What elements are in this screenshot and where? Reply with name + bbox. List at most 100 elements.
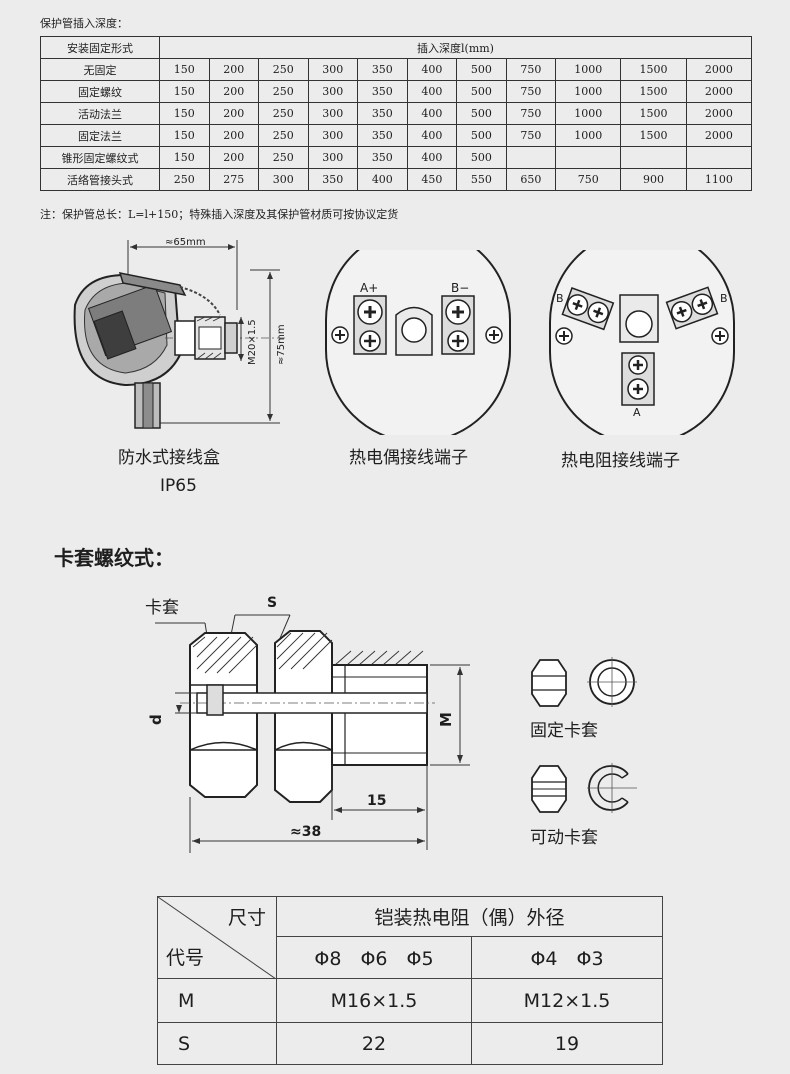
row-code: S [157, 1022, 277, 1065]
cell: 750 [505, 80, 557, 103]
terminal-a-label: A [633, 406, 641, 419]
movable-ferrule-drawing [531, 763, 637, 813]
row-label: 锥形固定螺纹式 [40, 146, 160, 169]
terminal-b-minus-label: B− [451, 281, 469, 295]
cell: 450 [406, 168, 458, 191]
corner-code-label: 代号 [166, 947, 205, 969]
cell: 2000 [685, 102, 753, 125]
terminal-b-right-label: B [720, 292, 728, 305]
cell: 400 [406, 80, 458, 103]
table-row: S 22 19 [157, 1022, 663, 1065]
dim-38-label: ≈38 [290, 824, 321, 840]
cell: 350 [357, 124, 408, 147]
cell: 2000 [685, 80, 753, 103]
ferrule-section-heading: 卡套螺纹式： [54, 546, 174, 570]
cell: 650 [505, 168, 557, 191]
cell: M12×1.5 [471, 978, 663, 1023]
cell: 250 [258, 80, 309, 103]
cell: 250 [258, 102, 309, 125]
cell: 400 [406, 102, 458, 125]
cell: 300 [258, 168, 309, 191]
ferrule-label: 卡套 [145, 598, 179, 618]
cell: 350 [357, 58, 408, 81]
dim-group-2: Φ4 Φ3 [471, 936, 663, 979]
cell: 400 [406, 58, 458, 81]
cell: 2000 [685, 58, 753, 81]
cell: 400 [406, 146, 458, 169]
cell: 1500 [620, 102, 687, 125]
table-row: 活动法兰 150 200 250 300 350 400 500 750 100… [40, 102, 753, 125]
cell: 150 [159, 124, 210, 147]
terminal-b-left-label: B [556, 292, 564, 305]
cell: 200 [208, 124, 260, 147]
cell [505, 146, 557, 169]
cell: 750 [555, 168, 622, 191]
dim-group-1: Φ8 Φ6 Φ5 [276, 936, 472, 979]
table-row: 锥形固定螺纹式 150 200 250 300 350 400 500 [40, 146, 753, 169]
m-label: M [437, 712, 455, 727]
rtd-label: 热电阻接线端子 [561, 451, 680, 471]
movable-ferrule-label: 可动卡套 [530, 828, 598, 848]
cell: 200 [208, 102, 260, 125]
cell [685, 146, 753, 169]
cell: 500 [456, 124, 507, 147]
terminal-a-plus-label: A+ [360, 281, 378, 295]
header-insertion-depth: 插入深度l(mm) [159, 36, 752, 59]
cell: 150 [159, 146, 210, 169]
table-header-row: 安装固定形式 插入深度l(mm) [40, 36, 752, 59]
cell: 300 [307, 58, 359, 81]
cell [620, 146, 687, 169]
cell: 2000 [685, 124, 753, 147]
cell: 500 [456, 102, 507, 125]
cell: 350 [357, 102, 408, 125]
cell: 300 [307, 124, 359, 147]
cell [555, 146, 622, 169]
insertion-depth-table: 安装固定形式 插入深度l(mm) 无固定 150 200 250 300 350… [40, 36, 753, 191]
d-label: d [147, 714, 165, 725]
cell: 250 [159, 168, 210, 191]
cell: 500 [456, 80, 507, 103]
cell: 550 [456, 168, 507, 191]
table-row: 固定螺纹 150 200 250 300 350 400 500 750 100… [40, 80, 753, 103]
cell: 750 [505, 102, 557, 125]
ferrule-fitting-drawing: 卡套 S d M 15 ≈38 [145, 595, 470, 853]
cell: 200 [208, 80, 260, 103]
cell: 350 [357, 146, 408, 169]
cell: 750 [505, 58, 557, 81]
cell: 1100 [685, 168, 753, 191]
cell: 1000 [555, 102, 622, 125]
ferrule-dimension-table: 尺寸 代号 铠装热电阻（偶）外径 Φ8 Φ6 Φ5 Φ4 Φ3 M M16×1.… [157, 896, 663, 1065]
row-label: 无固定 [40, 58, 160, 81]
cell: 250 [258, 58, 309, 81]
row-label: 固定法兰 [40, 124, 160, 147]
cell: 900 [620, 168, 687, 191]
rtd-terminal-drawing: B B A [549, 250, 735, 435]
thermocouple-terminal-drawing: A+ B− [325, 250, 511, 435]
cell: 200 [208, 146, 260, 169]
cell: 250 [258, 146, 309, 169]
fixed-ferrule-drawing [531, 657, 637, 707]
table-row: 活络管接头式 250 275 300 350 400 450 550 650 7… [40, 168, 753, 191]
cell: 1500 [620, 58, 687, 81]
dim-height-label: ≈75mm [276, 324, 287, 365]
cell: 150 [159, 102, 210, 125]
row-code: M [157, 978, 277, 1023]
cell: 150 [159, 80, 210, 103]
cell: 350 [307, 168, 359, 191]
cell: 1000 [555, 58, 622, 81]
cell: 19 [471, 1022, 663, 1065]
cell: 750 [505, 124, 557, 147]
cell: 1500 [620, 80, 687, 103]
cell: 1000 [555, 124, 622, 147]
corner-size-label: 尺寸 [227, 907, 266, 929]
row-label: 活动法兰 [40, 102, 160, 125]
cell: M16×1.5 [276, 978, 472, 1023]
junction-box-drawing: ≈65mm M20×1.5 ≈75mm [73, 237, 287, 429]
cell: 1500 [620, 124, 687, 147]
row-label: 活络管接头式 [40, 168, 160, 191]
cell: 275 [208, 168, 260, 191]
cell: 500 [456, 58, 507, 81]
table-row: M M16×1.5 M12×1.5 [157, 978, 663, 1023]
cell: 250 [258, 124, 309, 147]
fixed-ferrule-label: 固定卡套 [530, 721, 598, 741]
